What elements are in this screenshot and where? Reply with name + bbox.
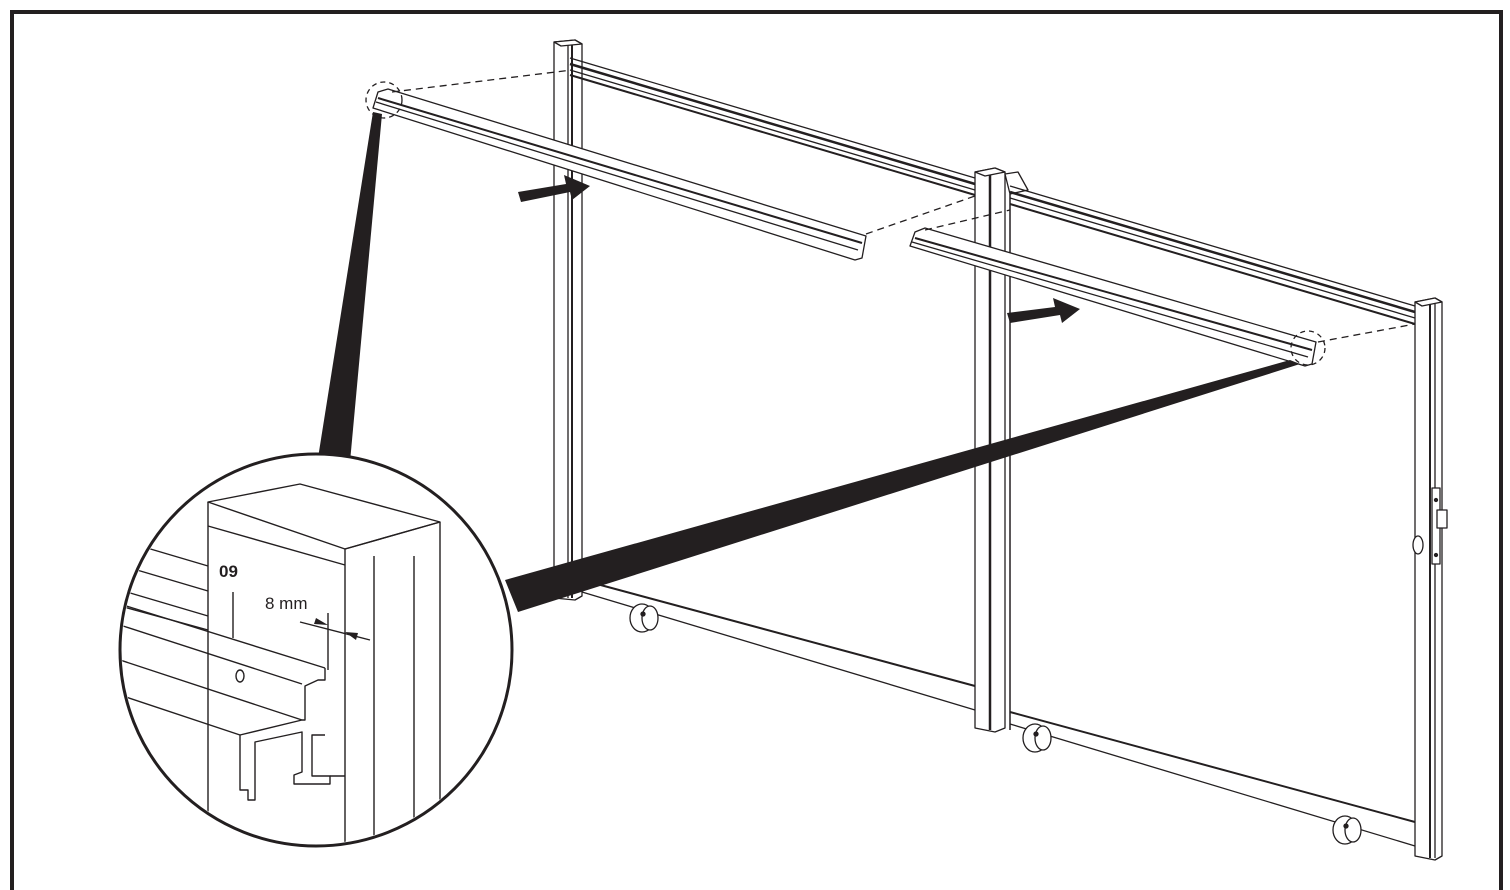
left-post xyxy=(553,39,583,601)
detail-magnifier xyxy=(118,452,514,848)
detail-marker-left xyxy=(365,81,403,119)
detail-marker-right xyxy=(1290,330,1326,366)
top-frame-rail xyxy=(569,57,1416,325)
alignment-dashes xyxy=(391,69,1416,343)
dimension-label: 8 mm xyxy=(265,594,308,613)
guide-rail-right xyxy=(909,227,1317,367)
figure-frame-border xyxy=(10,10,1503,890)
right-post xyxy=(1414,297,1443,861)
insert-arrow-right xyxy=(1007,298,1080,323)
callout-leader-right xyxy=(505,360,1300,612)
guide-rail-left xyxy=(372,88,867,261)
insert-arrow-left xyxy=(518,175,590,202)
callout-leader-left xyxy=(318,112,382,462)
lock-hardware xyxy=(1412,487,1448,565)
caster-wheels xyxy=(629,603,1362,845)
part-number-label: 09 xyxy=(219,562,238,581)
